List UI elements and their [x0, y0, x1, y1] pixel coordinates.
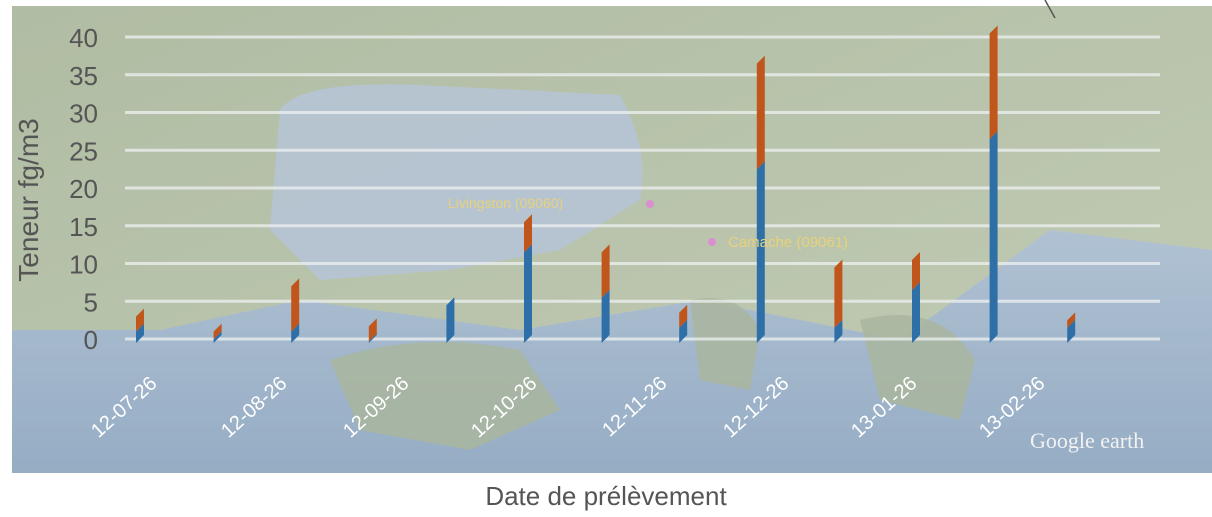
bar-segment [368, 333, 377, 343]
bar-segment [446, 297, 455, 343]
map-island-west [690, 298, 760, 390]
bar-segment [1067, 319, 1076, 343]
bar-segment [989, 131, 998, 343]
map-label-livingston: Livingston (09060) [448, 195, 563, 211]
bars-layer [136, 25, 1076, 343]
y-tick-label: 30 [69, 99, 98, 129]
bar-segment [136, 323, 144, 343]
map-background [12, 6, 1212, 473]
y-axis-label: Teneur fg/m3 [13, 118, 44, 281]
map-label-camache: Camache (09061) [728, 234, 848, 251]
y-tick-label: 15 [69, 212, 98, 242]
bar-segment [213, 323, 222, 340]
map-marker-camache [708, 238, 716, 246]
map-marker-livingston [646, 200, 654, 208]
bar-segment [1067, 312, 1076, 328]
bar-segment [834, 319, 843, 343]
x-axis-label: Date de prélèvement [485, 481, 727, 511]
map-watermark: Google earth [1030, 428, 1144, 453]
y-tick-layer: 0 5 10 15 20 25 30 35 40 [69, 23, 98, 355]
bar-segment [368, 318, 377, 342]
map-island-east [860, 315, 975, 420]
bar-segment [601, 289, 610, 343]
y-tick-label: 40 [69, 23, 98, 53]
y-tick-label: 5 [84, 287, 98, 317]
bar-segment [291, 278, 300, 332]
map-sea-area [12, 230, 1212, 473]
y-tick-label: 10 [69, 250, 98, 280]
y-tick-label: 20 [69, 174, 98, 204]
bar-segment [679, 319, 688, 343]
bar-segment [756, 55, 765, 170]
bar-segment [213, 331, 222, 343]
bar-segment [291, 323, 300, 343]
map-labels: Livingston (09060) Camache (09061) Googl… [448, 0, 1144, 453]
bar-segment [834, 259, 843, 328]
y-tick-label: 0 [84, 325, 98, 355]
bar-segment [912, 282, 920, 343]
map-bay-area [270, 84, 643, 281]
bar-segment [524, 214, 532, 253]
arrow-line [1044, 0, 1056, 19]
y-tick-label: 35 [69, 61, 98, 91]
bar-segment [912, 251, 920, 291]
y-tick-label: 25 [69, 136, 98, 166]
map-haze [12, 6, 1212, 473]
map-peninsula [330, 342, 560, 450]
bar-segment [601, 244, 610, 298]
bar-segment [679, 304, 688, 328]
bar-segment [136, 308, 144, 332]
bar-segment [989, 25, 998, 140]
bar-segment [524, 244, 532, 343]
bar-segment [756, 161, 765, 343]
